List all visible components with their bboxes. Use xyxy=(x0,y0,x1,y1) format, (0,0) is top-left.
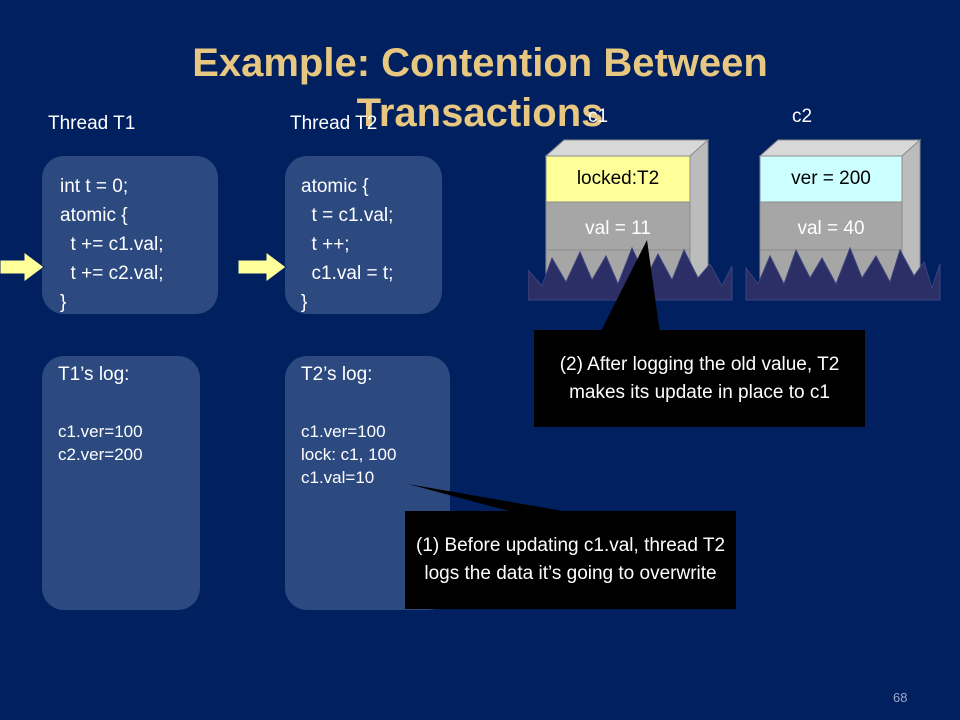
object-c2-header: ver = 200 xyxy=(791,168,871,189)
update-callout-text: (2) After logging the old value, T2 make… xyxy=(559,353,840,403)
thread-t1-label: Thread T1 xyxy=(48,113,136,134)
thread-t2-log-lines: c1.ver=100 lock: c1, 100 c1.val=10 xyxy=(301,422,397,487)
object-c2-jagged-base xyxy=(745,246,941,301)
log-callout-text: (1) Before updating c1.val, thread T2 lo… xyxy=(415,535,726,584)
object-c2-label: c2 xyxy=(792,106,813,127)
thread-t2-code: atomic { t = c1.val; t ++; c1.val = t; } xyxy=(301,176,394,313)
object-c1-val-cell xyxy=(545,201,691,251)
thread-t1-log-panel: T1’s log: c1.ver=100 c2.ver=200 xyxy=(42,356,200,610)
object-c1-label: c1 xyxy=(588,106,609,127)
slide-title: Example: Contention Between Transactions xyxy=(0,38,960,138)
object-c2-box xyxy=(745,138,941,301)
thread-t1-code: int t = 0; atomic { t += c1.val; t += c2… xyxy=(60,176,164,313)
update-callout-pointer xyxy=(600,240,660,333)
object-c1-header: locked:T2 xyxy=(576,168,660,189)
log-callout: (1) Before updating c1.val, thread T2 lo… xyxy=(405,511,736,609)
thread-t1-arrow-icon xyxy=(0,251,45,283)
thread-t1-code-panel: int t = 0; atomic { t += c1.val; t += c2… xyxy=(42,156,218,314)
thread-t1-log-title: T1’s log: xyxy=(58,364,130,385)
page-number: 68 xyxy=(893,690,908,705)
thread-t2-code-panel: atomic { t = c1.val; t ++; c1.val = t; } xyxy=(285,156,442,314)
object-c2-header-cell xyxy=(759,155,903,203)
thread-t1-log-lines: c1.ver=100 c2.ver=200 xyxy=(58,422,143,464)
object-c2-val: val = 40 xyxy=(797,218,865,239)
log-callout-pointer xyxy=(408,484,580,514)
thread-t2-label: Thread T2 xyxy=(290,113,378,134)
thread-t2-arrow-icon xyxy=(238,251,287,283)
object-c1-header-cell xyxy=(545,155,691,203)
slide-title-text: Example: Contention Between Transactions xyxy=(192,41,768,135)
update-callout: (2) After logging the old value, T2 make… xyxy=(534,330,865,427)
object-c1-val: val = 11 xyxy=(585,218,651,239)
thread-t2-log-title: T2’s log: xyxy=(301,364,373,385)
